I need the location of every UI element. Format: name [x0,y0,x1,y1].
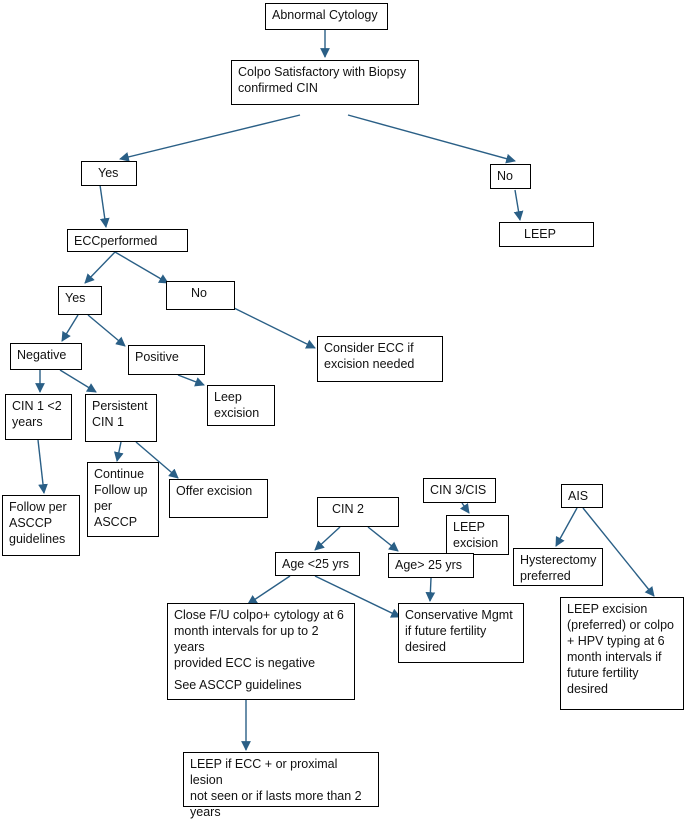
cin1-box: CIN 1 <2 years [5,394,72,440]
close-fu-box: Close F/U colpo+ cytology at 6 month int… [167,603,355,700]
no1-box: No [490,164,531,189]
colpo-label: Colpo Satisfactory with Biopsy confirmed… [238,65,407,95]
age-gt-box: Age> 25 yrs [388,553,474,578]
age-lt-label: Age <25 yrs [282,557,350,571]
edge-persistent-continue [114,441,124,462]
conservative-label: Conservative Mgmt if future fertility de… [405,608,513,654]
yes1-label: Yes [98,166,119,180]
follow-per-box: Follow per ASCCP guidelines [2,495,80,556]
leep-excision2-label: LEEP excision [453,520,499,550]
edge-no-leep [513,189,524,221]
hysterectomy-label: Hysterectomy preferred [520,553,597,583]
cin1-label: CIN 1 <2 years [12,399,62,429]
edge-persistent-offer [135,441,179,479]
edge-negative-persistent [59,369,97,393]
cin2-box: CIN 2 [317,497,399,527]
abnormal-cytology-label: Abnormal Cytology [272,8,378,22]
edge-cin3-leep [459,502,470,514]
edge-ais-hyst [555,507,578,547]
close-fu-see-label: See ASCCP guidelines [174,678,302,692]
colpo-box: Colpo Satisfactory with Biopsy confirmed… [231,60,419,105]
edge-colpo-no [347,114,516,164]
yes1-box: Yes [81,161,137,186]
cin3-label: CIN 3/CIS [430,483,487,497]
leep-preferred-box: LEEP excision (preferred) or colpo + HPV… [560,597,684,710]
persistent-label: Persistent CIN 1 [92,399,148,429]
hysterectomy-box: Hysterectomy preferred [513,548,603,586]
leep-excision2-box: LEEP excision [446,515,509,555]
offer-excision-box: Offer excision [169,479,268,518]
persistent-box: Persistent CIN 1 [85,394,157,442]
edge-agelt-conservative [314,575,401,618]
leep-excision-label: Leep excision [214,390,260,420]
no1-label: No [497,169,513,183]
cin3-box: CIN 3/CIS [423,478,496,503]
leep-preferred-label: LEEP excision (preferred) or colpo + HPV… [567,602,674,696]
ecc-label: ECCperformed [74,234,158,248]
edge-yes-ecc [99,184,110,228]
edge-ais-leeppref [582,507,655,597]
ais-label: AIS [568,489,589,503]
age-lt-box: Age <25 yrs [275,552,360,576]
edge-cin1-followper [37,439,48,494]
edge-ecc-yes [84,251,116,284]
leep-ecc-label: LEEP if ECC + or proximal lesion not see… [190,757,362,819]
conservative-box: Conservative Mgmt if future fertility de… [398,603,524,663]
edge-agelt-close [247,575,291,605]
edge-yes-negative [61,314,79,342]
yes2-label: Yes [65,291,86,305]
offer-excision-label: Offer excision [176,484,253,498]
edge-no-consider [231,306,316,349]
edge-cin2-agegt [367,526,399,552]
consider-ecc-label: Consider ECC if excision needed [324,341,415,371]
no2-box: No [166,281,235,310]
positive-box: Positive [128,345,205,375]
consider-ecc-box: Consider ECC if excision needed [317,336,443,382]
leep1-box: LEEP [499,222,594,247]
edge-positive-leep [177,374,205,387]
edge-agegt-conservative [425,577,436,602]
edge-yes-positive [87,314,126,347]
continue-box: Continue Follow up per ASCCP [87,462,159,537]
ais-box: AIS [561,484,603,508]
positive-label: Positive [135,350,179,364]
continue-label: Continue Follow up per ASCCP [94,467,148,529]
cin2-label: CIN 2 [332,502,364,516]
leep-excision-box: Leep excision [207,385,275,426]
abnormal-cytology-box: Abnormal Cytology [265,3,388,30]
age-gt-label: Age> 25 yrs [395,558,463,572]
ecc-box: ECCperformed [67,229,188,252]
edge-colpo-yes [119,114,301,162]
close-fu-label: Close F/U colpo+ cytology at 6 month int… [174,608,344,670]
negative-label: Negative [17,348,67,362]
yes2-box: Yes [58,286,102,315]
leep1-label: LEEP [524,227,556,241]
follow-per-label: Follow per ASCCP guidelines [9,500,67,546]
edge-ecc-no [114,251,169,284]
leep-ecc-box: LEEP if ECC + or proximal lesion not see… [183,752,379,819]
edge-cin2-agelt [314,526,341,551]
no2-label: No [191,286,207,300]
negative-box: Negative [10,343,82,370]
